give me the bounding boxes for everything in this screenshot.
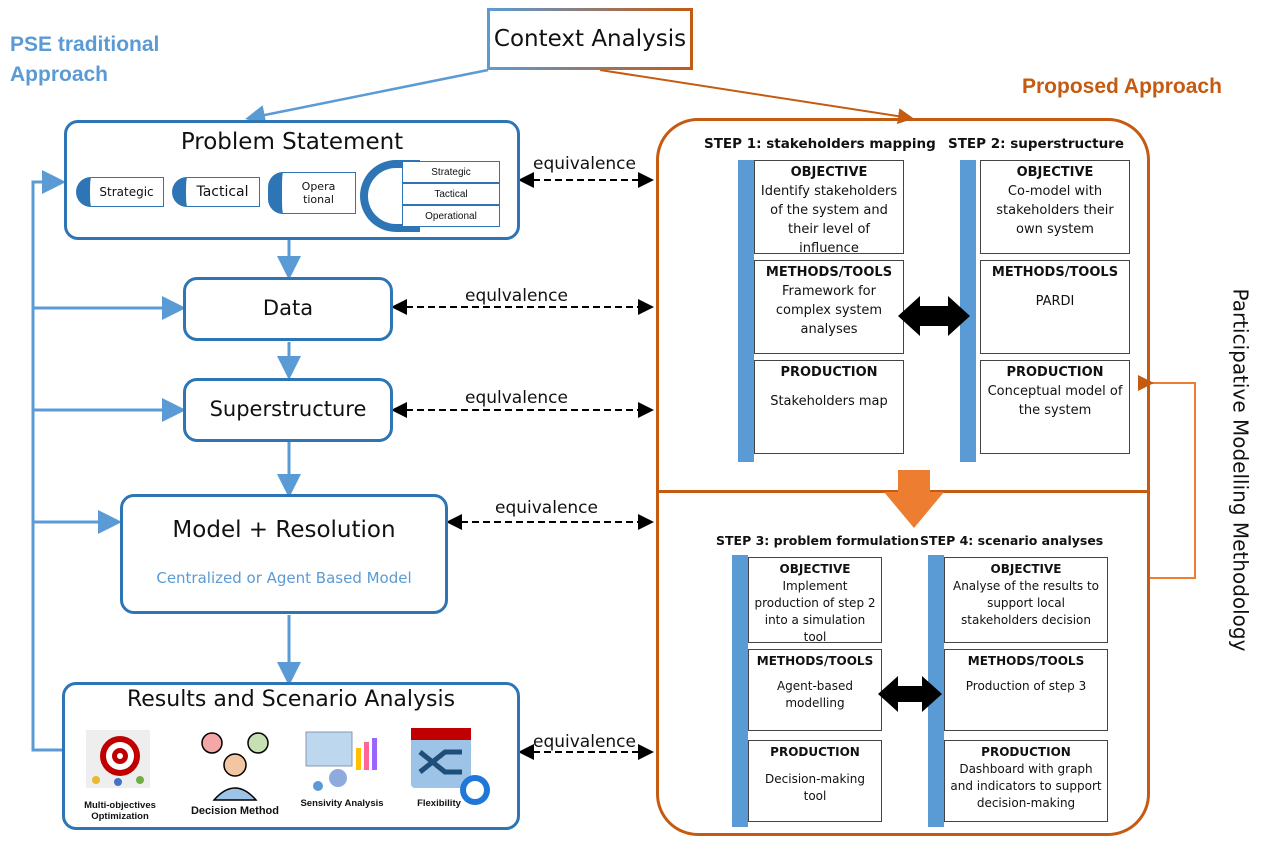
double-arrow-step1-step2 bbox=[898, 296, 970, 336]
context-analysis-label: Context Analysis bbox=[493, 26, 687, 52]
orange-down-arrow bbox=[884, 470, 944, 528]
levels-bracket bbox=[360, 160, 420, 232]
participative-label-wrap: Participative Modelling Methodology bbox=[1210, 260, 1270, 680]
step1-title: STEP 1: stakeholders mapping bbox=[704, 136, 936, 152]
equivalence-label: equivalence bbox=[533, 732, 636, 752]
superstructure-box: Superstructure bbox=[183, 378, 393, 442]
calendar-shuffle-icon bbox=[411, 728, 490, 805]
context-analysis-box bbox=[487, 8, 693, 70]
problem-statement-title: Problem Statement bbox=[180, 129, 404, 155]
sensitivity-chart-icon bbox=[305, 731, 377, 791]
context-to-proposed-arrow bbox=[599, 69, 914, 125]
level-strategic: Strategic bbox=[402, 161, 500, 183]
proposed-approach-title: Proposed Approach bbox=[1022, 75, 1222, 98]
equivalence-label: equivalence bbox=[495, 498, 598, 518]
result-label-decision: Decision Method bbox=[190, 805, 279, 817]
step4-title: STEP 4: scenario analyses bbox=[920, 533, 1104, 548]
results-title: Results and Scenario Analysis bbox=[126, 687, 456, 712]
superstructure-title: Superstructure bbox=[209, 397, 367, 421]
data-title: Data bbox=[262, 296, 314, 320]
context-to-problem-arrow bbox=[245, 68, 489, 125]
result-label-sensitivity: Sensivity Analysis bbox=[300, 798, 384, 809]
decision-person-icon bbox=[201, 732, 269, 801]
tab-strategic: Strategic bbox=[76, 177, 164, 207]
level-tactical: Tactical bbox=[402, 183, 500, 205]
tab-tactical: Tactical bbox=[172, 177, 260, 207]
equivalence-label: equlvalence bbox=[465, 286, 568, 306]
step2-title: STEP 2: superstructure bbox=[948, 136, 1125, 152]
target-icon bbox=[86, 730, 150, 788]
participative-modelling-label: Participative Modelling Methodology bbox=[1228, 288, 1252, 652]
model-subtitle: Centralized or Agent Based Model bbox=[156, 569, 412, 587]
level-operational: Operational bbox=[402, 205, 500, 227]
result-label-flexibility: Flexibility bbox=[417, 798, 461, 809]
model-resolution-box: Model + Resolution Centralized or Agent … bbox=[120, 494, 448, 614]
feedback-loop bbox=[31, 170, 66, 752]
double-arrow-step3-step4 bbox=[878, 676, 942, 712]
proposed-approach-box bbox=[656, 118, 1150, 836]
equivalence-label: equivalence bbox=[533, 154, 636, 174]
step3-title: STEP 3: problem formulation bbox=[716, 533, 919, 548]
data-box: Data bbox=[183, 277, 393, 341]
model-title: Model + Resolution bbox=[172, 517, 396, 543]
equivalence-label: equlvalence bbox=[465, 388, 568, 408]
